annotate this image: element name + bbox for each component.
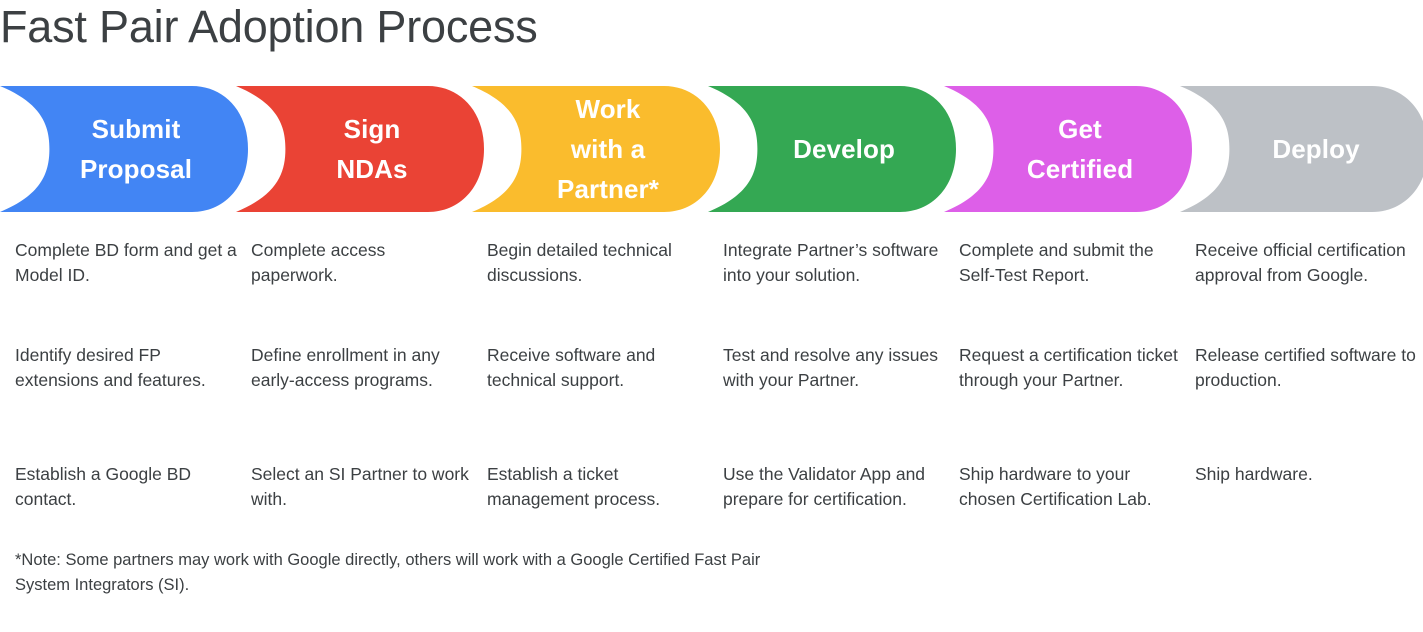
- stage-chevron-deploy[interactable]: Deploy: [1180, 86, 1423, 212]
- chevron-shape-blue: [0, 86, 248, 212]
- stage-label-line: with a: [570, 133, 646, 164]
- footnote: *Note: Some partners may work with Googl…: [15, 551, 761, 594]
- stage-label-develop: Develop: [708, 86, 956, 212]
- chevron-shape-green: [708, 86, 956, 212]
- stage-label-line: Certified: [1026, 154, 1134, 184]
- stage-detail-item: Ship hardware to your chosen Certificati…: [959, 464, 1152, 509]
- stage-label-line: NDAs: [336, 154, 408, 184]
- stage-label-line: Submit: [91, 113, 181, 144]
- stage-detail-item: Identify desired FP extensions and featu…: [15, 345, 206, 390]
- stage-chevron-develop[interactable]: Develop: [708, 86, 956, 212]
- stage-detail-item: Release certified software to production…: [1195, 345, 1416, 390]
- stage-label-line: Develop: [793, 133, 895, 164]
- stage-detail-item: Test and resolve any issues with your Pa…: [723, 345, 938, 390]
- chevron-shape-yellow: [472, 86, 720, 212]
- stage-detail-item: Use the Validator App and prepare for ce…: [723, 464, 926, 509]
- stage-label-line: Sign: [343, 113, 401, 144]
- stage-detail-item: Integrate Partner’s software into your s…: [723, 240, 939, 285]
- stage-details-grid: Complete BD form and get a Model ID. Iden…: [0, 238, 1423, 538]
- stage-chevron-work-with-a-partner[interactable]: Work with a Partner*: [472, 86, 720, 212]
- stage-label-work-with-a-partner: Work with a Partner*: [472, 86, 720, 212]
- stage-label-line: Proposal: [79, 154, 193, 184]
- stage-detail-item: Establish a Google BD contact.: [15, 464, 192, 509]
- stage-detail-item: Establish a ticket management process.: [487, 464, 661, 509]
- chevron-shape-red: [236, 86, 484, 212]
- stage-label-line: Work: [575, 93, 641, 124]
- stage-label-line: Partner*: [557, 174, 659, 205]
- stage-label-deploy: Deploy: [1180, 86, 1423, 212]
- stage-detail-item: Complete access paperwork.: [251, 240, 386, 285]
- chevron-shape-magenta: [944, 86, 1192, 212]
- stage-detail-item: Receive software and technical support.: [487, 345, 656, 390]
- stage-label-line: Get: [1058, 113, 1102, 144]
- stage-label-line: Deploy: [1272, 133, 1360, 164]
- stage-detail-item: Select an SI Partner to work with.: [251, 464, 469, 509]
- chevron-shape-gray: [1180, 86, 1423, 212]
- stage-detail-item: Request a certification ticket through y…: [959, 345, 1178, 390]
- page-title: Fast Pair Adoption Process: [0, 1, 538, 52]
- stage-detail-item: Define enrollment in any early-access pr…: [251, 345, 440, 390]
- stage-detail-item: Receive official certification approval …: [1195, 240, 1406, 285]
- stage-detail-item: Ship hardware.: [1195, 464, 1313, 484]
- stage-detail-item: Complete BD form and get a Model ID.: [15, 240, 237, 285]
- stage-detail-item: Complete and submit the Self-Test Report…: [959, 240, 1154, 285]
- stage-detail-item: Begin detailed technical discussions.: [487, 240, 672, 285]
